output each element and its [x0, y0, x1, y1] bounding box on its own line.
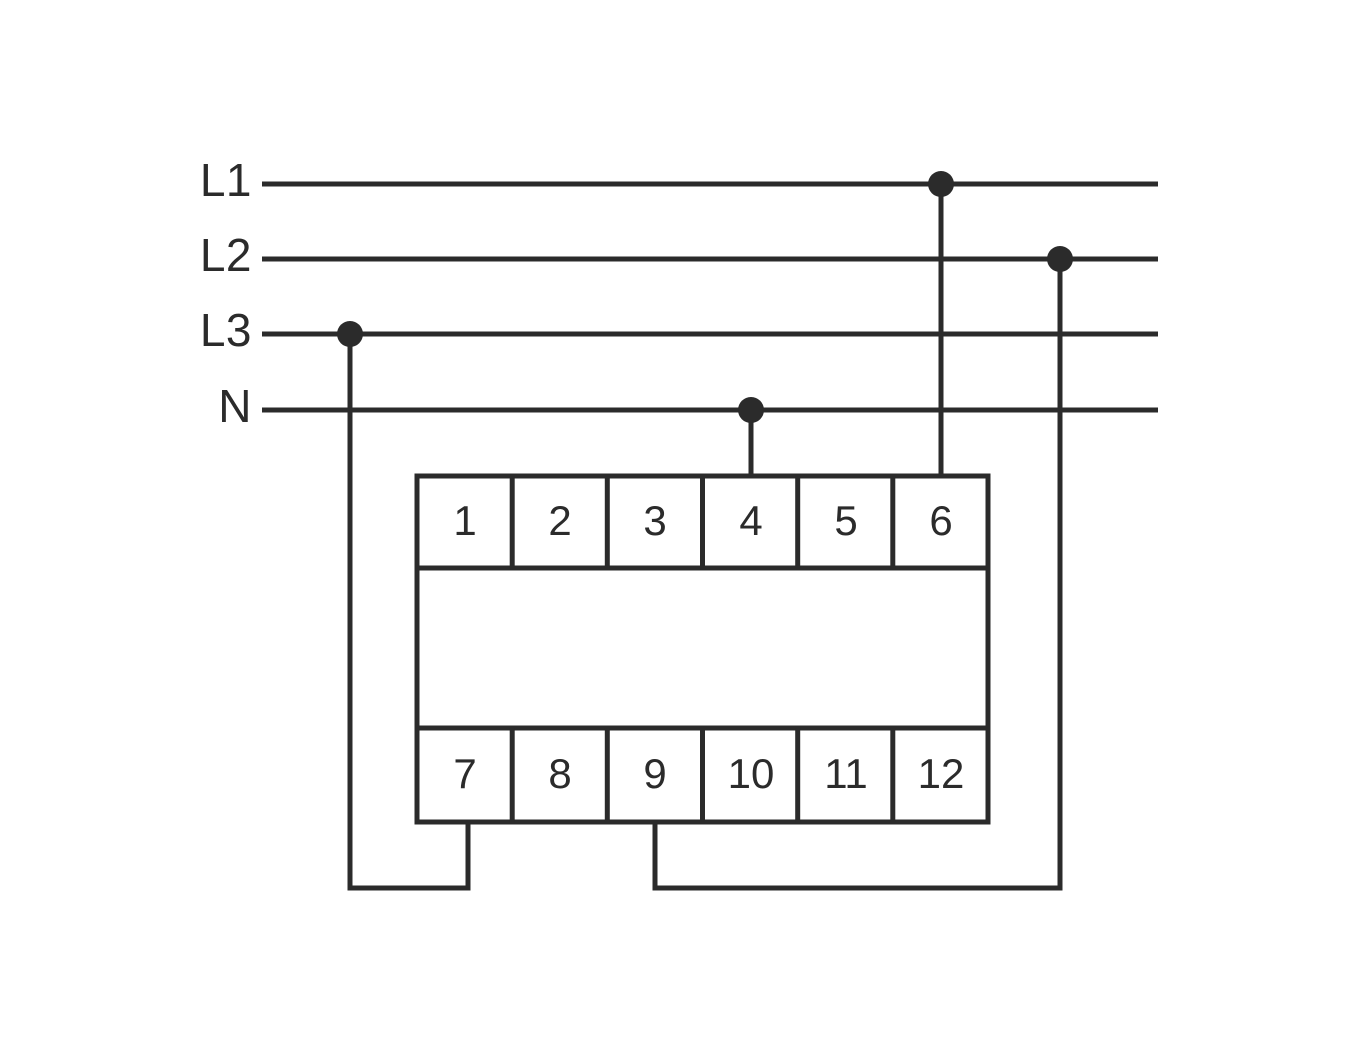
top-terminal-labels: 1 2 3 4 5 6 [453, 497, 952, 544]
bus-label-l1: L1 [200, 154, 252, 206]
supply-bus-group [262, 181, 1158, 413]
junction-dot-n [738, 397, 764, 423]
terminal-label-4: 4 [739, 497, 762, 544]
wire-l3-to-terminal-7 [347, 334, 471, 891]
terminal-label-8: 8 [548, 750, 571, 797]
bus-label-group: L1 L2 L3 N [200, 154, 252, 432]
terminal-label-5: 5 [834, 497, 857, 544]
terminal-label-12: 12 [918, 750, 965, 797]
top-terminal-separators [509, 476, 896, 568]
terminal-label-1: 1 [453, 497, 476, 544]
terminal-label-7: 7 [453, 750, 476, 797]
terminal-label-2: 2 [548, 497, 571, 544]
junction-dot-l1 [928, 171, 954, 197]
terminal-label-10: 10 [728, 750, 775, 797]
bus-label-l3: L3 [200, 304, 252, 356]
bottom-terminal-separators [509, 728, 896, 822]
terminal-label-6: 6 [929, 497, 952, 544]
junction-dot-group [337, 171, 1073, 423]
junction-dot-l2 [1047, 246, 1073, 272]
bus-label-n: N [218, 380, 252, 432]
terminal-label-11: 11 [824, 750, 868, 797]
bus-label-l2: L2 [200, 229, 252, 281]
terminal-label-9: 9 [643, 750, 666, 797]
wire-l2-to-terminal-9 [652, 259, 1063, 891]
terminal-label-3: 3 [643, 497, 666, 544]
bottom-terminal-labels: 7 8 9 10 11 12 [453, 750, 964, 797]
junction-dot-l3 [337, 321, 363, 347]
